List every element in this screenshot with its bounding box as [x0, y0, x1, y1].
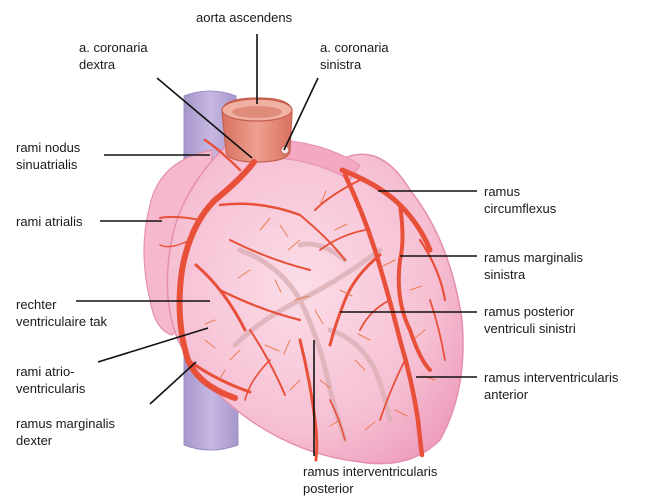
label-rechter-ventriculaire-tak: rechter ventriculaire tak	[16, 296, 107, 330]
label-a-coronaria-dextra: a. coronaria dextra	[79, 39, 148, 73]
label-ramus-marginalis-dexter: ramus marginalis dexter	[16, 415, 115, 449]
label-ramus-interventricularis-anterior: ramus interventricularis anterior	[484, 369, 618, 403]
label-ramus-marginalis-sinistra: ramus marginalis sinistra	[484, 249, 583, 283]
label-rami-atrialis: rami atrialis	[16, 213, 82, 230]
label-ramus-circumflexus: ramus circumflexus	[484, 183, 556, 217]
label-aorta-ascendens: aorta ascendens	[196, 9, 292, 26]
label-rami-nodus-sinuatrialis: rami nodus sinuatrialis	[16, 139, 80, 173]
label-a-coronaria-sinistra: a. coronaria sinistra	[320, 39, 389, 73]
label-ramus-posterior-ventriculi-sinistri: ramus posterior ventriculi sinistri	[484, 303, 576, 337]
label-rami-atrioventricularis: rami atrio- ventricularis	[16, 363, 85, 397]
label-ramus-interventricularis-posterior: ramus interventricularis posterior	[303, 463, 437, 497]
